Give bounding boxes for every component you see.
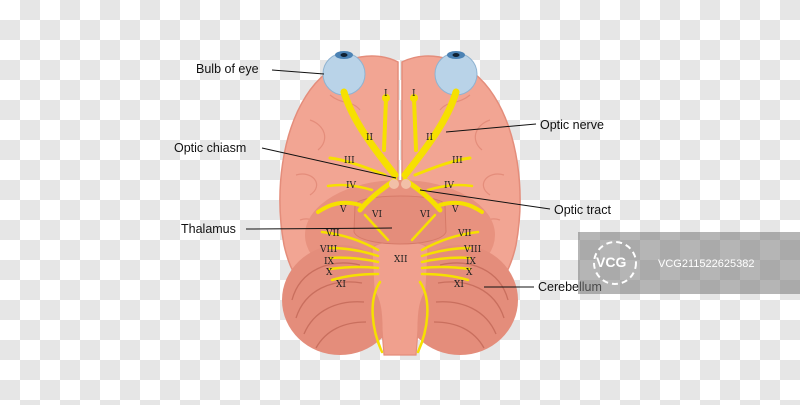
numeral-VII-left: VII — [325, 229, 340, 239]
numeral-I-right: I — [412, 89, 416, 99]
numeral-X-right: X — [466, 268, 473, 278]
numeral-III-right: III — [452, 156, 463, 166]
numeral-VI-left: VI — [371, 210, 382, 220]
numeral-II-right: II — [426, 133, 434, 143]
numeral-VI-right: VI — [419, 210, 430, 220]
numeral-IX-right: IX — [466, 257, 477, 267]
label-bulb-of-eye: Bulb of eye — [196, 62, 259, 76]
label-optic-chiasm: Optic chiasm — [174, 141, 246, 155]
numeral-VII-right: VII — [457, 229, 472, 239]
nerve-numerals: I I II II III III IV IV V V VI VI VII VI… — [319, 89, 482, 290]
numeral-IV-left: IV — [346, 181, 357, 191]
vcg-logo-icon — [593, 241, 637, 285]
leader-lines — [245, 69, 551, 288]
watermark: VCG VCG211522625382 — [578, 232, 800, 294]
numeral-XI-left: XI — [336, 280, 346, 290]
label-optic-nerve: Optic nerve — [540, 118, 604, 132]
watermark-logo-text: VCG — [596, 254, 627, 270]
numeral-X-left: X — [326, 268, 333, 278]
numeral-II-left: II — [366, 133, 374, 143]
numeral-IX-left: IX — [324, 257, 335, 267]
numeral-IV-right: IV — [444, 181, 455, 191]
cerebellum-structure — [282, 245, 518, 355]
thalamus-structure — [353, 195, 447, 245]
numeral-VIII-right: VIII — [463, 245, 482, 255]
numeral-XII: XII — [394, 255, 408, 265]
numeral-V-left: V — [339, 205, 347, 215]
numeral-VIII-left: VIII — [319, 245, 338, 255]
label-thalamus: Thalamus — [181, 222, 236, 236]
numeral-XI-right: XI — [454, 280, 464, 290]
cranial-nerves — [316, 88, 484, 354]
watermark-id: VCG211522625382 — [658, 258, 755, 270]
numeral-III-left: III — [344, 156, 355, 166]
numeral-I-left: I — [384, 89, 388, 99]
label-optic-tract: Optic tract — [554, 203, 611, 217]
numeral-V-right: V — [451, 205, 459, 215]
